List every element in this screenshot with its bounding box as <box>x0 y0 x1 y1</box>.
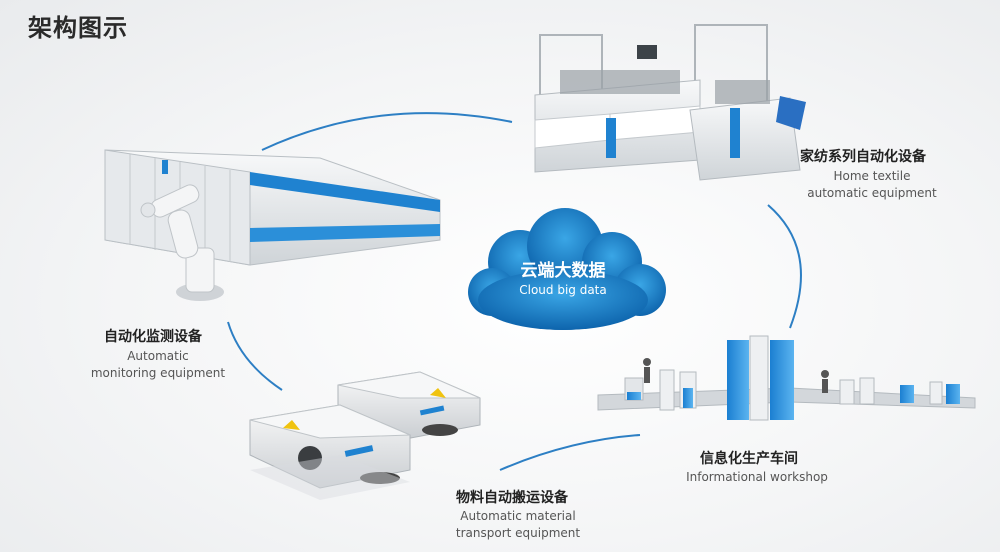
information-workshop-image <box>597 335 976 421</box>
home-textile-label-cn: 家纺系列自动化设备 <box>800 149 926 165</box>
home-textile-label-en: Home textile automatic equipment <box>800 168 944 202</box>
monitoring-label-en-line2: monitoring equipment <box>90 366 226 380</box>
page-title: 架构图示 <box>28 14 128 42</box>
monitoring-label-en-line1: Automatic <box>127 349 189 363</box>
home-textile-label-en-line2: automatic equipment <box>807 186 937 200</box>
agv-transport-image <box>249 371 481 500</box>
arc-top <box>261 112 513 151</box>
cloud-shape <box>468 208 666 330</box>
workshop-label-en: Informational workshop <box>686 470 828 484</box>
home-textile-machine-image <box>534 24 806 181</box>
arc-left <box>227 321 283 391</box>
arc-right <box>767 204 802 329</box>
transport-label-cn: 物料自动搬运设备 <box>456 490 568 506</box>
monitoring-label-cn: 自动化监测设备 <box>104 329 202 345</box>
transport-label-en: Automatic material transport equipment <box>446 508 590 542</box>
arc-bottom <box>499 434 641 471</box>
transport-label-en-line2: transport equipment <box>455 526 581 540</box>
home-textile-label-en-line1: Home textile <box>833 169 911 183</box>
monitoring-equipment-image <box>104 149 441 301</box>
cloud-title: 云端大数据 <box>520 261 606 281</box>
connector-arcs <box>227 112 802 471</box>
cloud-subtitle: Cloud big data <box>519 283 607 297</box>
transport-label-en-line1: Automatic material <box>460 509 576 523</box>
workshop-label-cn: 信息化生产车间 <box>700 451 798 467</box>
monitoring-label-en: Automatic monitoring equipment <box>86 348 230 382</box>
